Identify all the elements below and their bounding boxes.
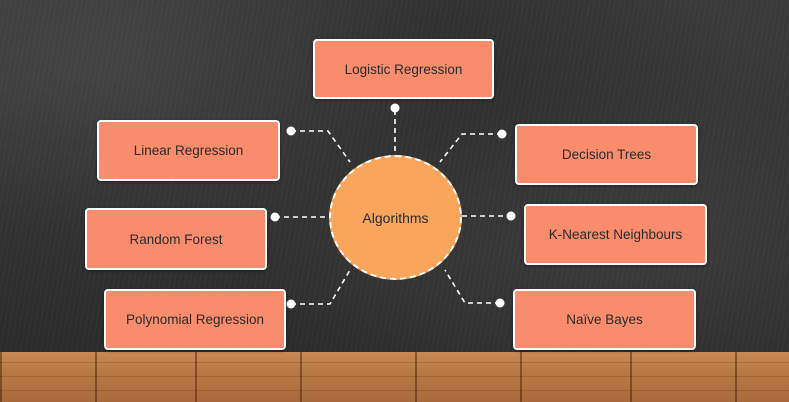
node-polynomial-regression: Polynomial Regression [104, 289, 286, 350]
node-label: Decision Trees [561, 147, 652, 162]
node-naive-bayes: Naïve Bayes [513, 289, 696, 350]
node-logistic-regression: Logistic Regression [313, 39, 494, 99]
node-decision-trees: Decision Trees [515, 124, 698, 185]
node-label: Linear Regression [133, 143, 244, 158]
node-label: Naïve Bayes [566, 312, 643, 327]
node-label: Random Forest [129, 231, 223, 247]
connector-dot-random [270, 212, 280, 222]
connector-naive [444, 269, 500, 304]
node-label: K-Nearest Neighbours [548, 227, 683, 242]
node-k-nearest-neighbours: K-Nearest Neighbours [524, 204, 707, 265]
connector-linear [291, 130, 351, 163]
connector-dot-knn [506, 211, 516, 221]
center-node-label: Algorithms [362, 209, 429, 226]
connector-polynomial [291, 269, 351, 305]
node-linear-regression: Linear Regression [97, 120, 280, 181]
connector-dot-logistic [390, 103, 400, 113]
node-label: Logistic Regression [344, 61, 463, 77]
connector-dot-linear [286, 126, 296, 136]
connector-decision [439, 133, 502, 163]
node-random-forest: Random Forest [85, 208, 267, 270]
center-node-algorithms: Algorithms [329, 155, 462, 280]
connector-dot-polynomial [286, 299, 296, 309]
connector-dot-naive [495, 298, 505, 308]
wooden-floor [0, 352, 789, 402]
connector-lines [0, 0, 789, 352]
connector-dot-decision [497, 129, 507, 139]
node-label: Polynomial Regression [125, 312, 265, 327]
